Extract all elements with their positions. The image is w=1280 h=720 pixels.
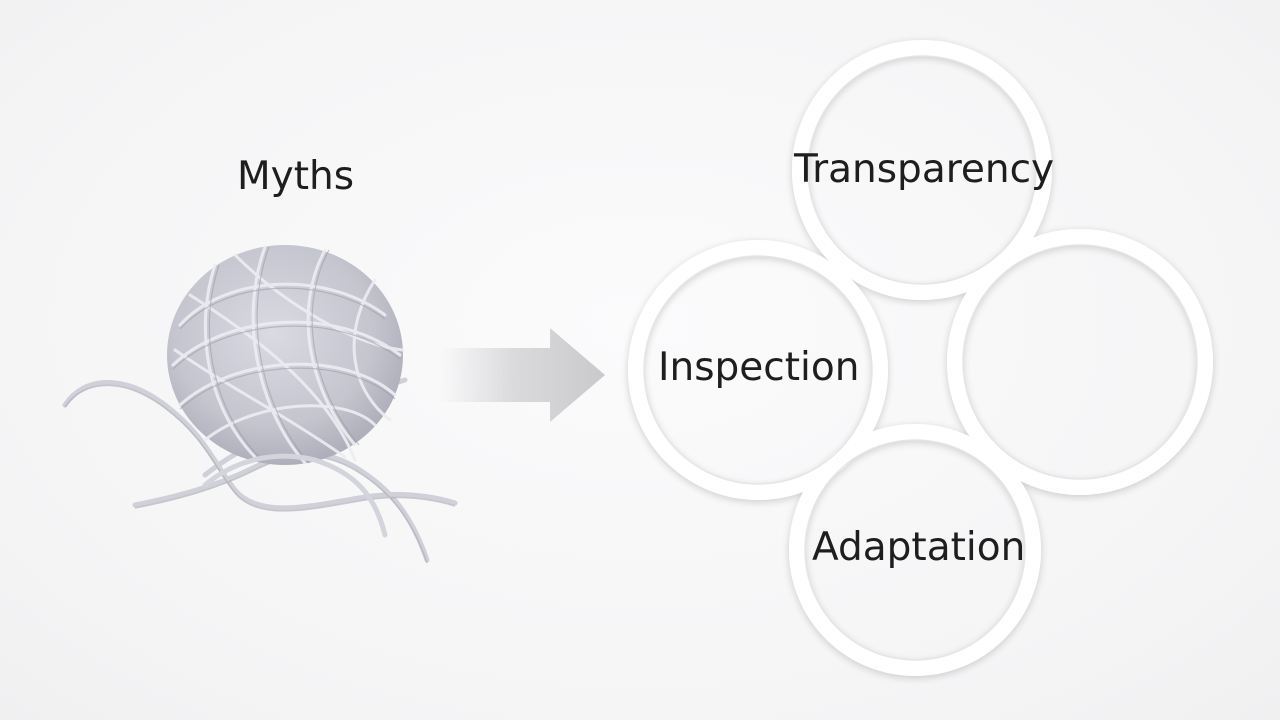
inspection-label: Inspection [658,345,860,390]
ring-adaptation [789,424,1041,676]
myths-label: Myths [237,154,355,199]
yarn-ball-icon [62,245,458,564]
transparency-label: Transparency [794,147,1055,192]
ring-inspection [628,240,888,500]
ring-transparency [792,40,1052,300]
pillars-ring-cluster [628,40,1213,676]
adaptation-label: Adaptation [812,525,1026,570]
right-arrow-icon [440,328,605,422]
ring-blank [947,229,1213,495]
